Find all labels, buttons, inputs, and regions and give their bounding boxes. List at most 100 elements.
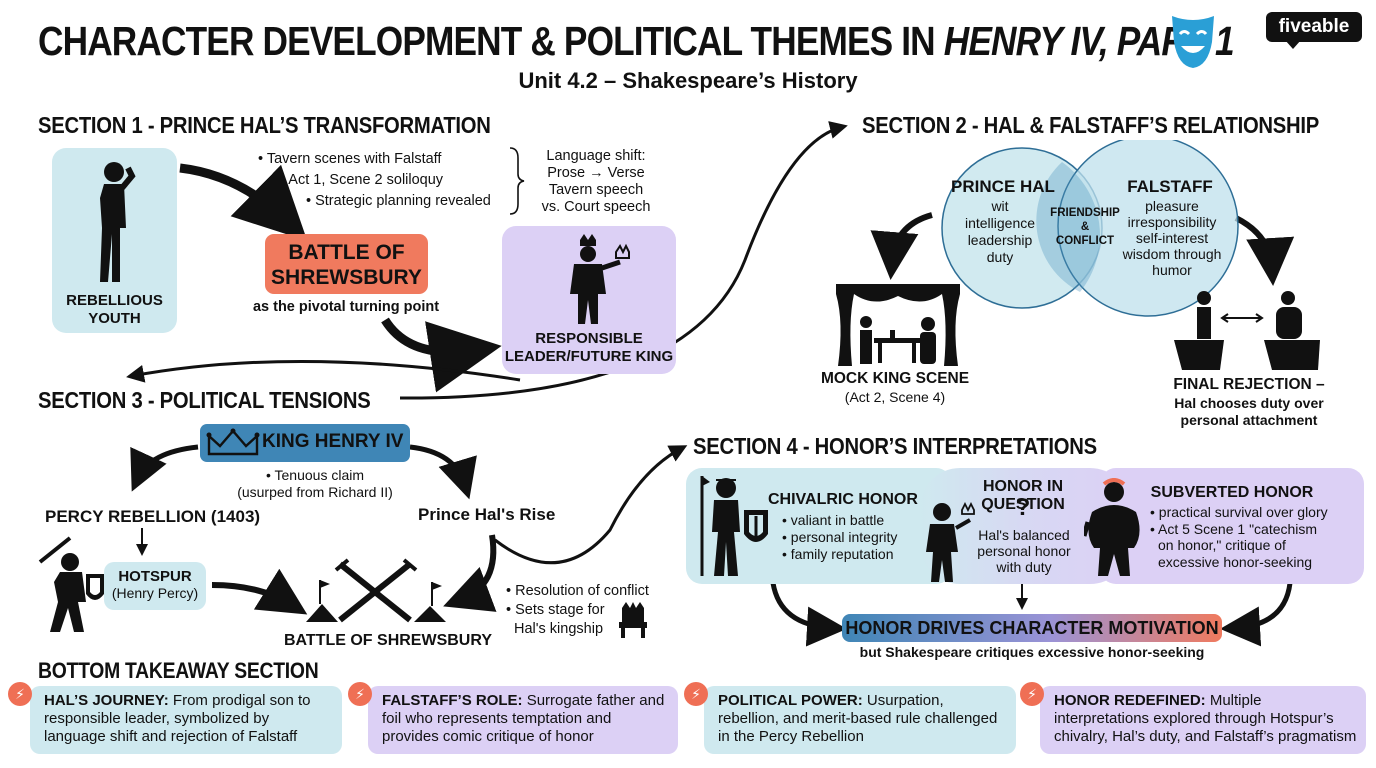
final-rejection-sub: Hal chooses duty over personal attachmen… <box>1160 395 1338 429</box>
takeaway-honor-label: HONOR REDEFINED: <box>1054 692 1206 709</box>
chivalric-integrity: • personal integrity <box>782 529 898 545</box>
overlap-conflict: CONFLICT <box>1055 235 1115 247</box>
king-silhouette-icon <box>570 234 630 324</box>
section3-heading: SECTION 3 - POLITICAL TENSIONS <box>38 387 371 413</box>
honor-drives-sub: but Shakespeare critiques excessive hono… <box>859 644 1205 660</box>
honor-in-question-text: Hal's balanced personal honor with duty <box>968 527 1080 575</box>
mock-king-title: MOCK KING SCENE <box>820 370 970 387</box>
question-line1: Hal's balanced <box>978 527 1070 543</box>
percy-rebellion-label: PERCY REBELLION (1403) <box>45 507 261 526</box>
subverted-survival: • practical survival over glory <box>1150 504 1328 520</box>
venn-falstaff-title: FALSTAFF <box>1127 177 1213 196</box>
battle-swords-icon <box>306 558 446 623</box>
falstaff-trait-self-interest: self-interest <box>1135 230 1209 246</box>
hotspur-knight-icon <box>38 536 104 632</box>
arrow-chivalric-to-drives <box>770 582 847 647</box>
throne-icon <box>619 602 647 638</box>
rebellious-youth-icon <box>100 162 136 282</box>
section2-heading: SECTION 2 - HAL & FALSTAFF’S RELATIONSHI… <box>862 112 1319 138</box>
fiveable-logo[interactable]: fiveable <box>1266 12 1362 42</box>
chivalric-reputation: • family reputation <box>782 546 894 562</box>
chivalric-valiant: • valiant in battle <box>782 512 885 528</box>
arrow-to-section2 <box>399 121 848 400</box>
tenuous-claim-note: • Tenuous claim (usurped from Richard II… <box>200 467 430 501</box>
takeaway-falstaff-text: Surrogate father and foil who represents… <box>382 692 665 745</box>
arrow-to-section4 <box>494 445 688 565</box>
resolution-line2: • Sets stage for <box>506 602 605 618</box>
arrow-to-section3 <box>126 359 521 383</box>
subverted-critique: on honor," critique of <box>1158 537 1286 553</box>
venn-hal-traits: wit intelligence leadership duty <box>955 198 1045 266</box>
prince-hal-crown-icon <box>926 501 975 582</box>
arrow-subverted-to-drives <box>1220 582 1293 647</box>
resolution-line3: Hal's kingship <box>514 621 604 637</box>
theatre-mask-icon <box>1172 16 1214 68</box>
lightning-icon: ⚡ <box>8 682 32 706</box>
takeaway-hal-text: From prodigal son to responsible leader,… <box>44 692 311 745</box>
takeaway-honor-redefined: HONOR REDEFINED: Multiple interpretation… <box>1040 686 1366 754</box>
subverted-excessive: excessive honor-seeking <box>1158 553 1313 570</box>
logo-speech-tail <box>1285 40 1301 49</box>
youth-label-line2: YOUTH <box>88 310 141 327</box>
question-line3: with duty <box>996 559 1052 575</box>
hal-falstaff-venn <box>941 140 1239 317</box>
bullet-planning: • Strategic planning revealed <box>306 193 491 209</box>
mock-king-stage-icon <box>836 284 960 366</box>
mock-king-sub: (Act 2, Scene 4) <box>844 389 946 405</box>
falstaff-trait-wisdom: wisdom through <box>1122 246 1222 262</box>
hal-trait-intelligence: intelligence <box>964 215 1036 231</box>
battle-line1: BATTLE OF <box>288 241 405 264</box>
section1-bullets: • Tavern scenes with Falstaff • Act 1, S… <box>258 150 518 210</box>
question-mark: ? <box>1015 494 1031 521</box>
takeaway-political-power: POLITICAL POWER: Usurpation, rebellion, … <box>704 686 1016 754</box>
curly-brace <box>509 147 525 215</box>
battle-line2: SHREWSBURY <box>271 266 422 289</box>
takeaway-hal-label: HAL’S JOURNEY: <box>44 692 169 709</box>
section1-heading: SECTION 1 - PRINCE HAL’S TRANSFORMATION <box>38 112 491 138</box>
arrow-hal-to-battle <box>443 534 497 612</box>
king-henry-label: KING HENRY IV <box>262 431 404 452</box>
responsible-leader-card: RESPONSIBLE LEADER/FUTURE KING <box>502 226 676 374</box>
resolution-line1: • Resolution of conflict <box>506 583 649 599</box>
youth-label-line1: REBELLIOUS <box>66 292 163 309</box>
lightning-icon: ⚡ <box>348 682 372 706</box>
arrow-youth-to-battle <box>179 163 308 241</box>
takeaway-falstaff-role: FALSTAFF’S ROLE: Surrogate father and fo… <box>368 686 678 754</box>
venn-overlap: FRIENDSHIP & CONFLICT <box>1046 206 1124 248</box>
bullet-tavern: • Tavern scenes with Falstaff <box>258 151 442 167</box>
chivalric-honor-title: CHIVALRIC HONOR <box>768 491 918 508</box>
language-tavern: Tavern speech <box>548 182 644 198</box>
language-shift-note: Language shift: Prose → Verse Tavern spe… <box>526 148 666 216</box>
king-henry-box: KING HENRY IV <box>200 424 410 462</box>
prince-hal-rise-label: Prince Hal's Rise <box>418 505 556 524</box>
leader-line2: LEADER/FUTURE KING <box>504 348 674 365</box>
arrow-king-to-hal <box>409 444 477 500</box>
takeaway-honor-text: Multiple interpretations explored throug… <box>1054 692 1357 745</box>
venn-falstaff-traits: pleasure irresponsibility self-interest … <box>1112 198 1232 278</box>
takeaway-hal-journey: HAL’S JOURNEY: From prodigal son to resp… <box>30 686 342 754</box>
takeaway-political-text: Usurpation, rebellion, and merit-based r… <box>718 692 998 745</box>
resolution-notes: • Resolution of conflict • Sets stage fo… <box>506 582 666 639</box>
leader-line1: RESPONSIBLE <box>535 330 643 347</box>
falstaff-trait-humor: humor <box>1152 262 1192 278</box>
crown-icon <box>206 428 260 456</box>
final-rejection-icon <box>1174 291 1320 370</box>
subverted-honor-card <box>1100 468 1364 584</box>
falstaff-silhouette-icon <box>1084 478 1140 576</box>
claim-line1: • Tenuous claim <box>265 467 365 483</box>
knight-armor-icon <box>700 476 768 576</box>
battle-of-shrewsbury-box: BATTLE OF SHREWSBURY <box>265 234 428 294</box>
claim-line2: (usurped from Richard II) <box>237 484 393 500</box>
lightning-icon: ⚡ <box>684 682 708 706</box>
subverted-honor-title: SUBVERTED HONOR <box>1150 484 1314 501</box>
subverted-honor-list: • practical survival over glory • Act 5 … <box>1150 504 1362 570</box>
bullet-soliloquy: • Act 1, Scene 2 soliloquy <box>280 172 444 188</box>
venn-hal-title: PRINCE HAL <box>951 177 1055 196</box>
takeaway-heading: BOTTOM TAKEAWAY SECTION <box>38 658 319 683</box>
page-subtitle: Unit 4.2 – Shakespeare’s History <box>518 68 858 93</box>
honor-in-question-title: HONOR IN QUESTION <box>981 478 1065 513</box>
arrow-to-mock-scene <box>870 212 933 280</box>
hal-trait-duty: duty <box>986 249 1014 265</box>
language-prose-verse: Prose → Verse <box>547 165 645 181</box>
